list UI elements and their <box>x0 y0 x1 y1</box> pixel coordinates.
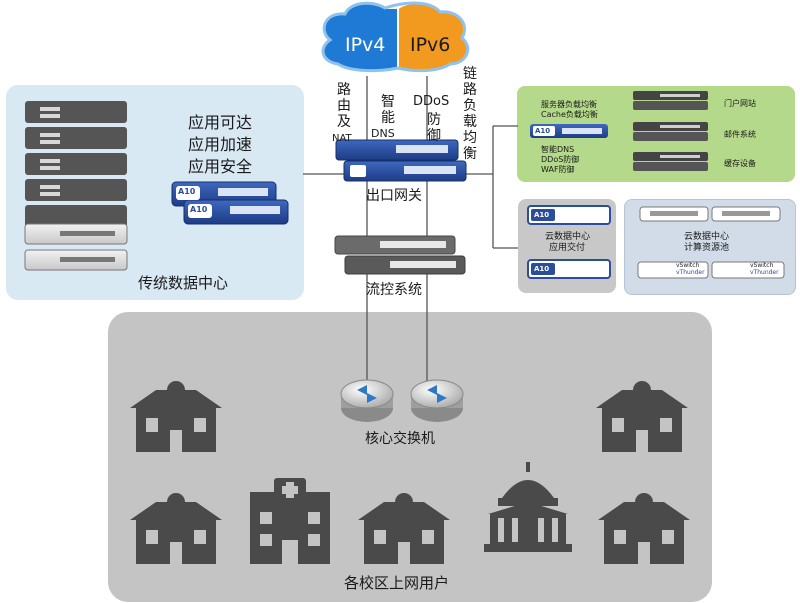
cloud-adc-device-icon <box>527 205 611 279</box>
capability-acceleration: 应用加速 <box>188 135 253 154</box>
campus-buildings <box>130 381 690 564</box>
ddos-label: DDoS <box>413 94 450 109</box>
cloud-dc-delivery-line2: 应用交付 <box>549 243 586 253</box>
capability-security: 应用安全 <box>188 157 253 176</box>
connection-lines <box>303 76 518 392</box>
core-switch-icon <box>340 379 464 422</box>
service-server-icon <box>633 91 708 171</box>
traditional-dc-label: 传统数据中心 <box>138 274 229 292</box>
cloud-dc-compute-line1: 云数据中心 <box>684 232 730 242</box>
waf-service-label: WAF防御 <box>541 165 575 174</box>
cloud-dc-compute-line2: 计算资源池 <box>684 243 730 253</box>
cache-lb-label: Cache负载均衡 <box>541 110 598 119</box>
school-building-icon <box>598 493 690 564</box>
capability-reach: 应用可达 <box>188 113 253 132</box>
adc-device-icon <box>171 181 289 225</box>
gateway-device-icon <box>335 139 467 182</box>
ipv6-label: IPv6 <box>410 34 451 56</box>
cloud-adc-badge: A10 <box>534 265 550 273</box>
hospital-building-icon <box>250 478 330 564</box>
portal-site-label: 门户网站 <box>724 99 756 108</box>
server-rack-icon <box>24 101 128 271</box>
adc-badge: A10 <box>190 205 208 214</box>
core-switch-label: 核心交换机 <box>365 431 435 447</box>
cloud-dc-delivery-line1: 云数据中心 <box>545 232 591 242</box>
ddos-service-label: DDoS防御 <box>541 155 580 164</box>
mail-system-label: 邮件系统 <box>724 130 756 139</box>
gateway-label: 出口网关 <box>366 188 422 204</box>
cloud-adc-badge: A10 <box>534 211 550 219</box>
flow-control-label: 流控系统 <box>366 282 422 298</box>
flow-control-device-icon <box>334 235 466 275</box>
campus-users-label: 各校区上网用户 <box>344 574 450 592</box>
school-building-icon <box>358 493 450 564</box>
routing-nat-sub: NAT <box>332 133 352 144</box>
smart-dns-label: 智能 <box>381 94 395 126</box>
ipv4-label: IPv4 <box>345 34 386 56</box>
smart-dns-sub: DNS <box>371 127 395 140</box>
school-building-icon <box>130 381 222 452</box>
internet-cloud-icon <box>321 1 470 73</box>
link-load-balancing-label: 链路负载均衡 <box>463 66 477 162</box>
routing-nat-label: 路由及 <box>337 82 351 130</box>
adc-badge: A10 <box>178 187 196 196</box>
vswitch-label: vSwitch <box>750 262 774 269</box>
server-lb-label: 服务器负载均衡 <box>541 100 597 109</box>
service-adc-device-icon <box>530 124 608 138</box>
cache-device-label: 缓存设备 <box>724 159 756 168</box>
vswitch-label: vSwitch <box>676 262 700 269</box>
vthunder-label: vThunder <box>750 269 779 276</box>
service-adc-badge: A10 <box>535 127 551 135</box>
compute-server-icon <box>637 206 785 279</box>
vthunder-label: vThunder <box>676 269 705 276</box>
school-building-icon <box>130 493 222 564</box>
ddos-sub: 防御 <box>427 112 441 144</box>
smart-dns-service-label: 智能DNS <box>541 145 575 154</box>
government-building-icon <box>484 462 572 552</box>
school-building-icon <box>596 381 688 452</box>
